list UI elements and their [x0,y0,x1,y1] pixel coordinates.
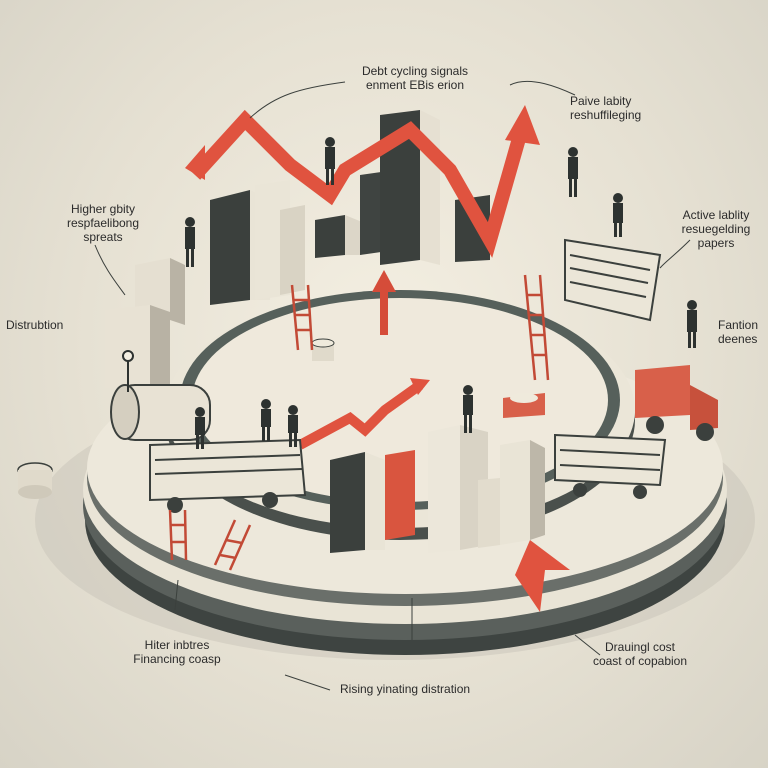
ladders [168,274,550,571]
truck [635,365,718,441]
label-line: Financing coasp [133,652,221,666]
label-line: Paive labity [570,94,632,108]
label-debt-cycling-signals: Debt cycling signals enment EBis erion [335,64,495,92]
paper-roll [110,384,211,441]
label-line: resuegelding [681,222,751,236]
label-distribution: Distrubtion [6,318,64,332]
coin-stack-center [311,338,335,361]
paper-stack-left [149,438,307,513]
leader-lines [94,80,691,691]
label-higher-gbity: Higher gbity respfaelibong spreats [48,202,158,244]
label-line: Fantion [718,318,759,332]
paper-stack-lower-right [554,433,667,499]
red-arrowhead-left [185,145,205,180]
paper-stack-right [564,238,662,322]
label-active-liability: Active lablity resuegelding papers [668,208,764,250]
red-block [503,393,545,418]
label-line: Higher gbity [70,202,136,216]
label-fantion: Fantion deenes [718,318,758,346]
label-line: Debt cycling signals [361,64,469,78]
label-line: deenes [718,332,758,346]
label-line: reshuffileging [570,108,642,122]
red-arrow-down [515,540,570,612]
label-drauingl-cost: Drauingl cost coast of copabion [570,640,710,668]
label-line: Drauingl cost [604,640,676,654]
label-line: Hiter inbtres [144,638,210,652]
label-line: coast of copabion [592,654,688,668]
label-passive-liability: Paive labity reshuffileging [570,94,641,122]
label-rising-distration: Rising yinating distration [340,682,471,696]
label-line: papers [697,236,735,250]
coin-stack-left [17,462,53,499]
label-line: respfaelibong [66,216,140,230]
label-line: spreats [83,230,123,244]
red-trend-arrow-back [189,109,527,258]
bar-cluster-front [330,425,545,553]
red-arrowhead-front [410,378,430,395]
label-hiter-inbtres: Hiter inbtres Financing coasp [112,638,242,666]
label-line: Active lablity [682,208,750,222]
business-people [185,137,697,449]
center-up-arrow [372,270,396,335]
red-arrowhead-back [505,105,540,145]
label-line: enment EBis erion [365,78,465,92]
red-trend-arrow-front [297,380,423,450]
lamp-post [122,350,134,392]
